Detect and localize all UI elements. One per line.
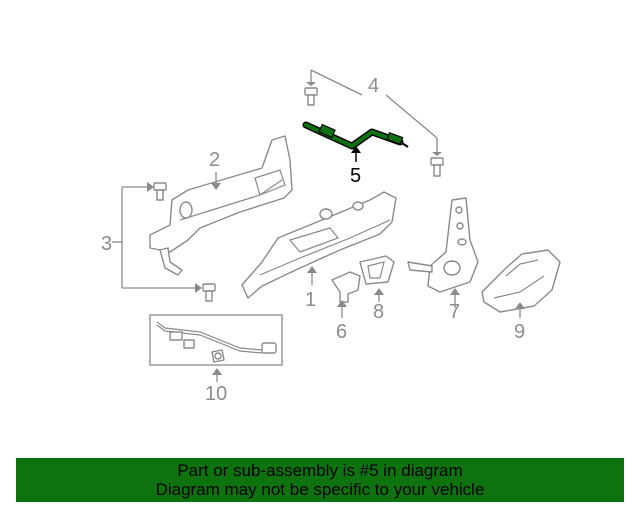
part-5-cable[interactable] — [302, 121, 409, 150]
callout-4: 4 — [368, 75, 379, 97]
part-6-clip — [331, 271, 361, 318]
callout-7: 7 — [449, 301, 460, 323]
callout-8: 8 — [373, 301, 384, 323]
callout-2: 2 — [209, 149, 220, 171]
callout-6: 6 — [336, 321, 347, 343]
info-banner: Part or sub-assembly is #5 in diagram Di… — [16, 458, 624, 502]
callout-1: 1 — [305, 289, 316, 311]
part-10-harness — [149, 314, 283, 382]
callout-5: 5 — [350, 165, 361, 187]
callout-9: 9 — [514, 321, 525, 343]
part-8-cover — [359, 255, 395, 302]
part-1-rail — [241, 191, 397, 299]
part-2-rail — [149, 135, 293, 276]
banner-line-2: Diagram may not be specific to your vehi… — [155, 480, 485, 499]
part-4-bolts — [304, 69, 444, 177]
part-5-leader — [351, 146, 361, 162]
part-3-bolts — [112, 182, 216, 302]
callout-10: 10 — [205, 383, 227, 405]
callout-3: 3 — [101, 233, 112, 255]
part-9-cover — [481, 249, 561, 318]
part-7-recliner — [407, 197, 479, 308]
banner-line-1: Part or sub-assembly is #5 in diagram — [177, 461, 463, 480]
